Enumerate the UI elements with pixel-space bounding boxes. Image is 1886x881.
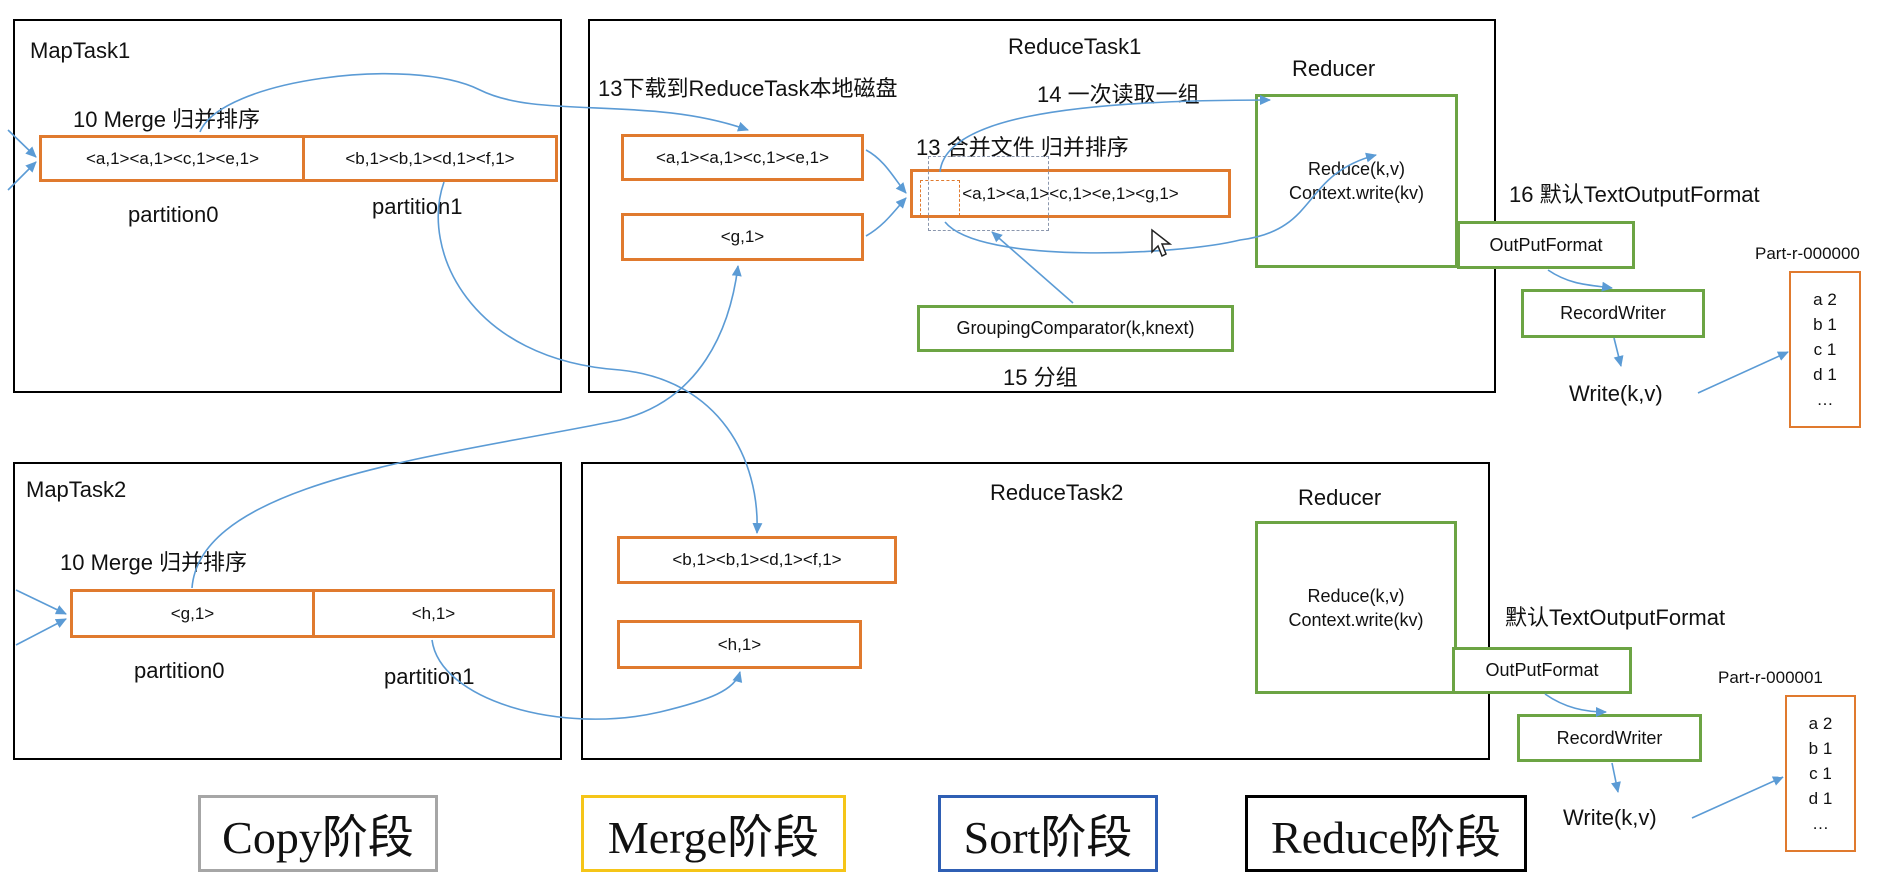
file0-line: c 1	[1813, 340, 1837, 359]
merge-file-a-arrow	[865, 149, 907, 194]
outputformat-to-recordwriter-2	[1544, 693, 1607, 717]
reducer1-write-line: Context.write(kv)	[1288, 183, 1425, 203]
outputformat-to-recordwriter-1	[1547, 269, 1613, 292]
file1-line: …	[1812, 814, 1829, 833]
reducer2-box: Reduce(k,v) Context.write(kv)	[1255, 521, 1457, 694]
read-group-label: 14 一次读取一组	[1037, 82, 1200, 107]
reducer1-reduce-line: Reduce(k,v)	[1307, 159, 1406, 179]
recordwriter-to-write-2	[1611, 762, 1621, 793]
file1-line: b 1	[1808, 739, 1833, 758]
maptask2-title: MapTask2	[26, 477, 127, 502]
mouse-cursor-icon	[1151, 228, 1172, 258]
part-file-name-1: Part-r-000001	[1718, 668, 1823, 687]
copy-map1-p1-arrow	[437, 181, 763, 534]
group-highlight	[928, 156, 1049, 231]
map1-input-arrow	[7, 161, 37, 191]
maptask2-panel	[13, 462, 562, 760]
write-to-file-2	[1691, 776, 1784, 819]
maptask2-partition0-box: <g,1>	[70, 589, 315, 638]
part-file-1: a 2 b 1 c 1 d 1 …	[1785, 695, 1856, 852]
maptask2-merge-label: 10 Merge 归并排序	[60, 550, 248, 575]
group-label: 15 分组	[1003, 365, 1078, 390]
write-label-2: Write(k,v)	[1563, 805, 1657, 830]
maptask1-partition0-label: partition0	[128, 202, 219, 227]
write-label-1: Write(k,v)	[1569, 381, 1663, 406]
maptask1-merge-label: 10 Merge 归并排序	[73, 107, 261, 132]
maptask2-partition1-box: <h,1>	[312, 589, 555, 638]
output-format-label-2: 默认TextOutputFormat	[1505, 605, 1726, 630]
reducer2-reduce-line: Reduce(k,v)	[1307, 585, 1405, 606]
reducer1-title: Reducer	[1292, 56, 1376, 81]
write-to-file-1	[1697, 351, 1789, 394]
output-format-box-2: OutPutFormat	[1452, 647, 1632, 694]
maptask1-partition0-box: <a,1><a,1><c,1><e,1>	[39, 135, 306, 182]
merge-sort-label: 13 合并文件 归并排序	[916, 135, 1129, 160]
file0-line: d 1	[1813, 365, 1837, 384]
maptask1-partition1-box: <b,1><b,1><d,1><f,1>	[302, 135, 558, 182]
reducetask2-file-b: <b,1><b,1><d,1><f,1>	[617, 536, 897, 584]
download-label: 13下载到ReduceTask本地磁盘	[598, 76, 898, 101]
copy-map2-p1-arrow	[431, 639, 743, 720]
reducer2-title: Reducer	[1298, 485, 1382, 510]
sort-stage-box: Sort阶段	[938, 795, 1158, 872]
reduce-stage-label: Reduce阶段	[1271, 811, 1501, 863]
file0-line: a 2	[1813, 290, 1837, 309]
reducetask2-title: ReduceTask2	[990, 480, 1124, 505]
copy-map1-p0-arrow	[199, 72, 749, 133]
output-format-box-1: OutPutFormat	[1457, 221, 1635, 269]
grouping-comparator-box: GroupingComparator(k,knext)	[917, 305, 1234, 352]
record-writer-box-1: RecordWriter	[1521, 289, 1705, 338]
file1-line: a 2	[1808, 714, 1833, 733]
map2-input-arrow	[15, 589, 67, 615]
record-writer-box-2: RecordWriter	[1517, 714, 1702, 762]
map2-input-arrow	[15, 618, 67, 646]
file1-line: d 1	[1808, 789, 1833, 808]
file0-line: …	[1816, 390, 1834, 409]
output-format-label-1: 16 默认TextOutputFormat	[1509, 182, 1760, 207]
maptask2-partition0-label: partition0	[134, 658, 225, 683]
reducetask1-panel	[588, 19, 1496, 393]
grouping-arrow	[991, 231, 1074, 304]
merge-stage-label: Merge阶段	[607, 811, 820, 863]
reducer2-write-line: Context.write(kv)	[1288, 609, 1424, 630]
copy-stage-label: Copy阶段	[222, 811, 414, 863]
reducer1-box: Reduce(k,v) Context.write(kv)	[1255, 94, 1458, 268]
map1-input-arrow	[7, 129, 37, 158]
file0-line: b 1	[1813, 315, 1837, 334]
maptask1-panel	[13, 19, 562, 393]
maptask1-title: MapTask1	[30, 38, 131, 63]
maptask1-partition1-label: partition1	[372, 194, 463, 219]
reducetask2-panel	[581, 462, 1490, 760]
sort-stage-label: Sort阶段	[963, 811, 1133, 863]
part-file-0: a 2 b 1 c 1 d 1 …	[1789, 271, 1861, 428]
merged-file-box: <a,1><a,1><c,1><e,1><g,1>	[910, 169, 1231, 218]
copy-map2-p0-arrow	[191, 265, 742, 589]
read-group-arrow	[939, 95, 1271, 173]
reduce-stage-box: Reduce阶段	[1245, 795, 1527, 872]
recordwriter-to-write-1	[1613, 337, 1624, 367]
file1-line: c 1	[1809, 764, 1832, 783]
merge-file-g-arrow	[865, 197, 907, 237]
copy-stage-box: Copy阶段	[198, 795, 438, 872]
reducetask1-file-a: <a,1><a,1><c,1><e,1>	[621, 134, 864, 181]
reducetask2-file-h: <h,1>	[617, 620, 862, 669]
reducetask1-title: ReduceTask1	[1008, 34, 1142, 59]
merge-stage-box: Merge阶段	[581, 795, 846, 872]
key-highlight	[920, 180, 960, 216]
part-file-name-0: Part-r-000000	[1755, 244, 1860, 263]
maptask2-partition1-label: partition1	[384, 664, 475, 689]
reducetask1-file-g: <g,1>	[621, 213, 864, 261]
